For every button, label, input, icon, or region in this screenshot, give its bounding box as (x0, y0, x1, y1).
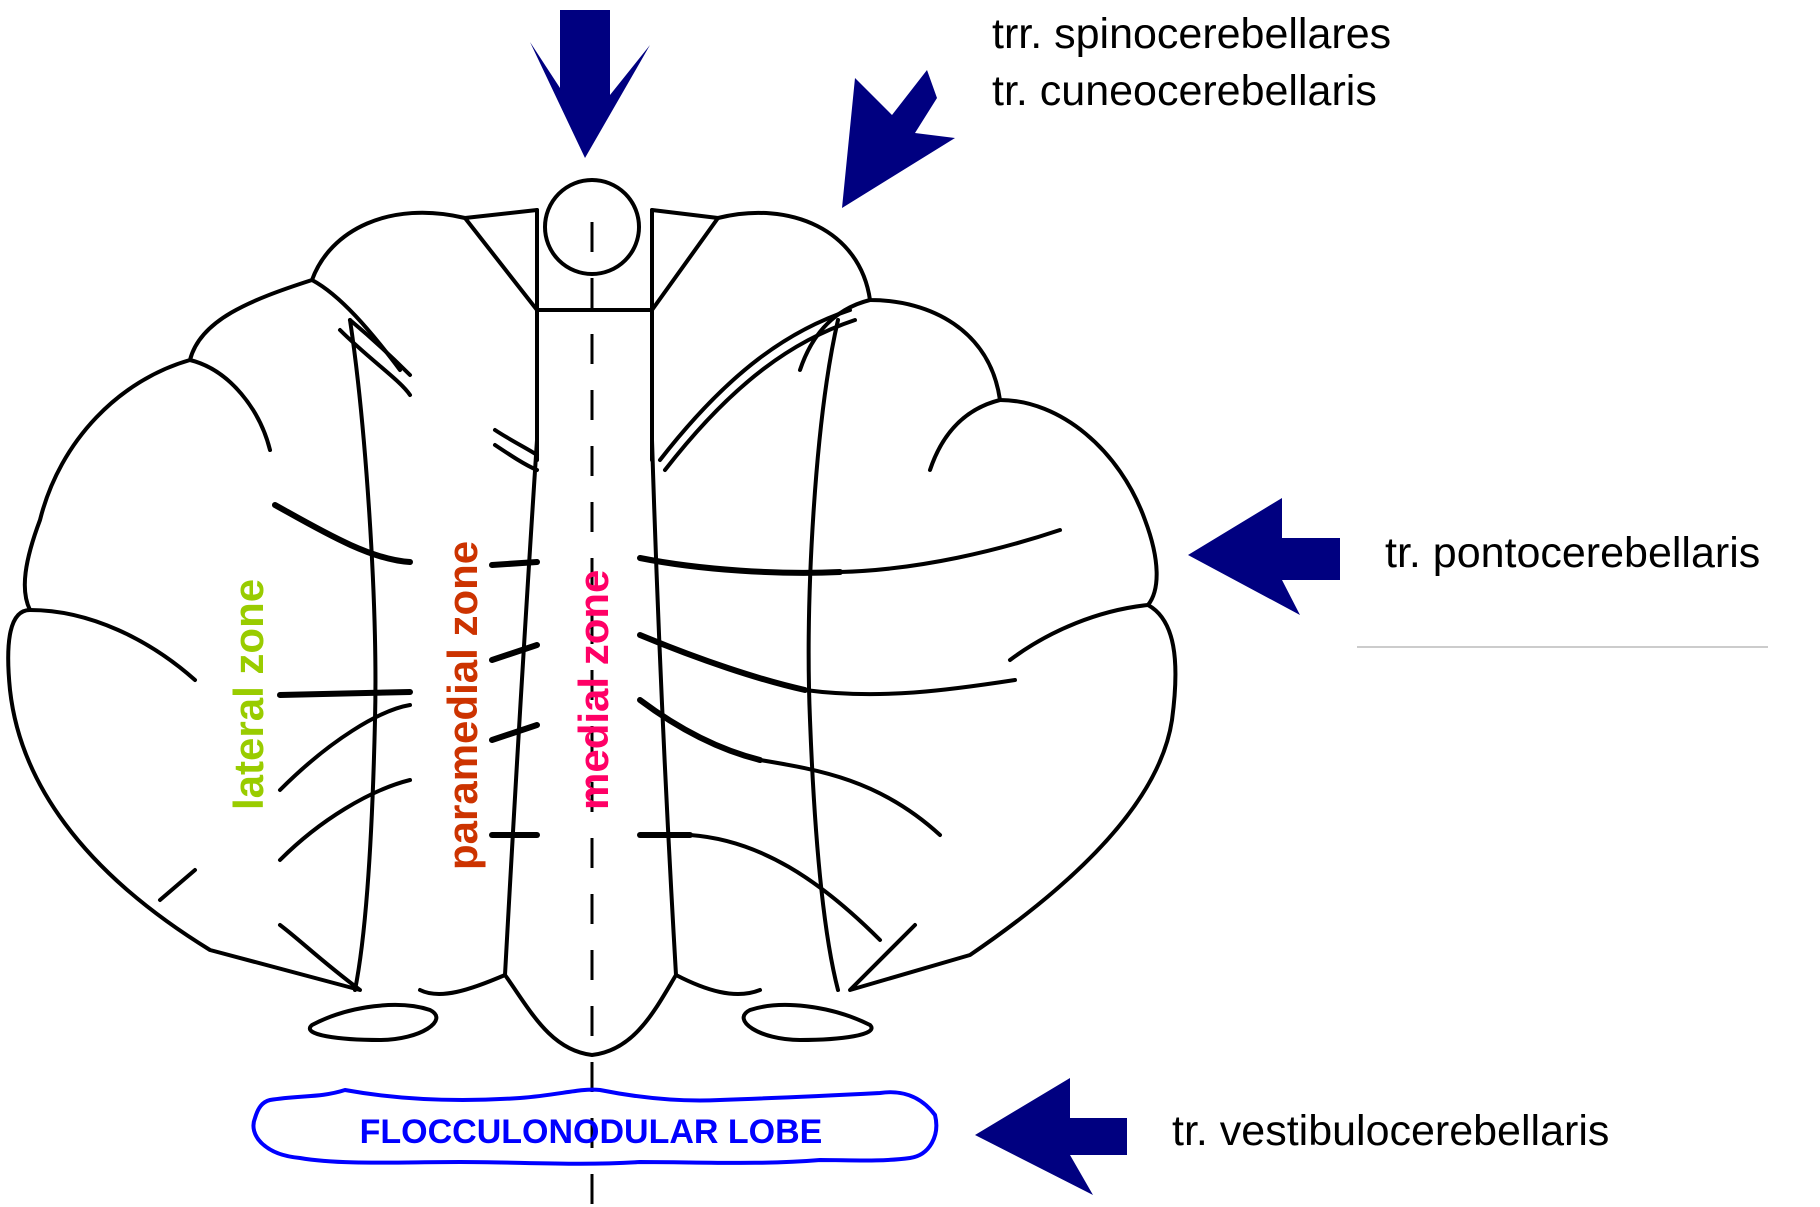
left-lobule-4 (160, 870, 195, 900)
arrow-diagonal-icon (842, 70, 955, 208)
paramedial-zone-label: paramedial zone (439, 541, 486, 870)
arrow-vestibulo-icon (975, 1078, 1127, 1195)
right-bottom-curve (676, 975, 760, 994)
left-tonsil (310, 1005, 437, 1040)
lateral-zone-label: lateral zone (225, 579, 272, 810)
zone-labels: lateral zone paramedial zone medial zone (225, 541, 617, 870)
fissure-l-3 (280, 692, 410, 695)
fissure-r-4c (760, 760, 940, 835)
lobe-label: FLOCCULONODULAR LOBE (360, 1113, 823, 1151)
fissure-l-2 (275, 505, 410, 562)
medial-zone-label: medial zone (570, 570, 617, 810)
right-lobule-2 (930, 400, 1000, 470)
label-vestibulocerebellar: tr. vestibulocerebellaris (1172, 1107, 1609, 1155)
fissure-l-3b (492, 645, 537, 660)
label-cuneocerebellar: tr. cuneocerebellaris (992, 67, 1377, 115)
right-hemisphere-outline (718, 213, 1175, 990)
flocculonodular-lobe: FLOCCULONODULAR LOBE (253, 1090, 936, 1164)
right-tonsil (744, 1005, 872, 1040)
vermis-right-edge (652, 440, 676, 975)
arrow-ponto-icon (1188, 498, 1340, 615)
fissure-l-4 (280, 705, 410, 790)
left-bottom-curve (420, 975, 505, 994)
vermis-left-edge (505, 440, 537, 975)
left-lobule-2 (190, 360, 270, 450)
fissure-r-5c (690, 835, 880, 940)
fissure-r-4 (640, 700, 760, 760)
fissure-l-2b (492, 562, 537, 565)
left-lobule-3 (30, 610, 195, 680)
fissure-l-4b (492, 725, 537, 740)
label-pontocerebellar: tr. pontocerebellaris (1385, 529, 1760, 577)
fissure-r-3c (805, 680, 1015, 694)
tract-labels: trr. spinocerebellares tr. cuneocerebell… (992, 10, 1760, 1155)
arrow-top-icon (530, 10, 650, 158)
fissure-l-5 (280, 780, 410, 860)
fissure-r-2c (840, 530, 1060, 572)
left-paramedial-boundary (350, 320, 375, 990)
label-spinocerebellar: trr. spinocerebellares (992, 10, 1391, 58)
fissure-l-1d (495, 445, 537, 470)
right-lobule-3 (1010, 605, 1148, 660)
fissure-r-3 (640, 635, 805, 690)
